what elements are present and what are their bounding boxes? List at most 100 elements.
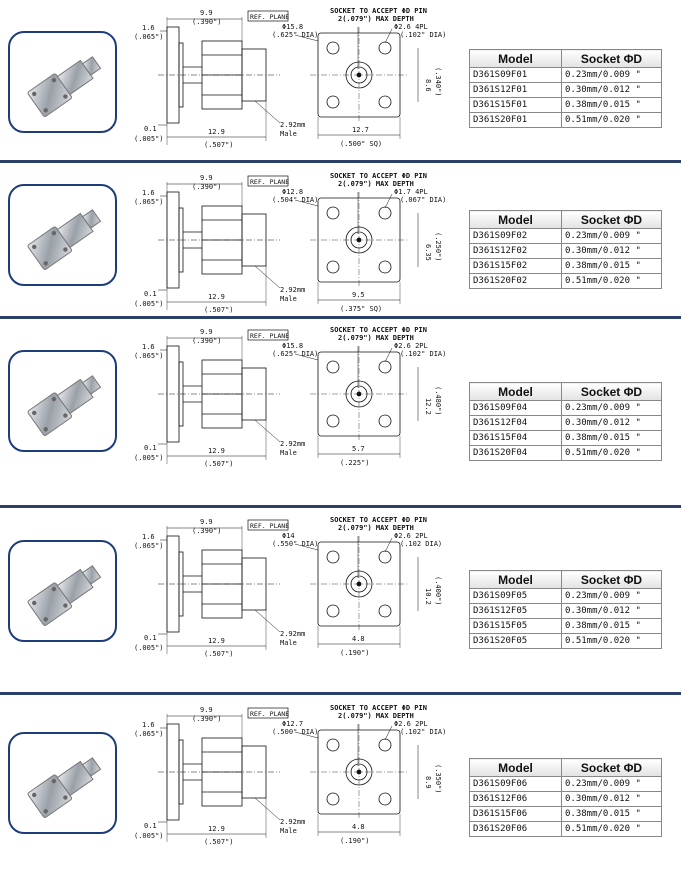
side-dim: 8.9	[424, 776, 432, 789]
dim-flange-in: (.065")	[134, 542, 164, 550]
dimension-drawing: REF. PLANE 1.6 (.065") 9.9 (.390") 0.1 (…	[134, 326, 446, 468]
model-cell: D361S12F02	[469, 243, 562, 259]
male-size: 2.92mm	[280, 286, 305, 294]
socket-header: Socket ΦD	[561, 210, 662, 229]
model-cell: D361S09F04	[469, 400, 562, 416]
dimension-drawing: REF. PLANE 1.6 (.065") 9.9 (.390") 0.1 (…	[134, 7, 446, 149]
dim-top: 9.9	[200, 518, 213, 526]
side-dim-in: (.400")	[434, 576, 442, 606]
hole-label: Φ2.6 4PL	[394, 23, 428, 31]
male-label: Male	[280, 827, 297, 835]
bottom-dim: 4.8	[352, 635, 365, 643]
bottom-dim: 12.7	[352, 126, 369, 134]
dim-top: 9.9	[200, 174, 213, 182]
socket-header: Socket ΦD	[561, 758, 662, 777]
flange-dia: Φ12.7	[282, 720, 303, 728]
dim-gap: 0.1	[144, 290, 157, 298]
bottom-dim: 5.7	[352, 445, 365, 453]
socket-cell: 0.51mm/0.020 "	[561, 821, 662, 837]
side-dim: 10.2	[424, 588, 432, 605]
dim-gap-in: (.005")	[134, 832, 164, 840]
socket-cell: 0.23mm/0.009 "	[561, 400, 662, 416]
dim-gap-in: (.005")	[134, 135, 164, 143]
dim-flange: 1.6	[142, 343, 155, 351]
model-header: Model	[469, 49, 562, 68]
flange-dia-in: (.500" DIA)	[272, 728, 318, 736]
section-separator	[0, 160, 681, 163]
model-cell: D361S15F05	[469, 618, 562, 634]
dim-flange: 1.6	[142, 721, 155, 729]
model-cell: D361S09F02	[469, 228, 562, 244]
dim-top-in: (.390")	[192, 18, 222, 26]
dim-top-in: (.390")	[192, 337, 222, 345]
connector-section: REF. PLANE 1.6 (.065") 9.9 (.390") 0.1 (…	[0, 698, 681, 848]
socket-note-line2: 2(.079") MAX DEPTH	[338, 524, 414, 532]
flange-dia-in: (.504" DIA)	[272, 196, 318, 204]
socket-cell: 0.30mm/0.012 "	[561, 791, 662, 807]
flange-dia: Φ12.8	[282, 188, 303, 196]
bottom-dim-in: (.190")	[340, 837, 370, 845]
flange-dia: Φ14	[282, 532, 295, 540]
dim-length: 12.9	[208, 825, 225, 833]
socket-note-line2: 2(.079") MAX DEPTH	[338, 334, 414, 342]
dim-length: 12.9	[208, 447, 225, 455]
dim-gap: 0.1	[144, 125, 157, 133]
dim-gap-in: (.005")	[134, 454, 164, 462]
connector-section: REF. PLANE 1.6 (.065") 9.9 (.390") 0.1 (…	[0, 166, 681, 316]
socket-cell: 0.30mm/0.012 "	[561, 603, 662, 619]
socket-cell: 0.23mm/0.009 "	[561, 67, 662, 83]
bottom-dim: 4.8	[352, 823, 365, 831]
dim-flange-in: (.065")	[134, 730, 164, 738]
socket-cell: 0.30mm/0.012 "	[561, 415, 662, 431]
socket-cell: 0.38mm/0.015 "	[561, 258, 662, 274]
dim-gap: 0.1	[144, 634, 157, 642]
male-size: 2.92mm	[280, 630, 305, 638]
dim-top-in: (.390")	[192, 527, 222, 535]
socket-cell: 0.51mm/0.020 "	[561, 633, 662, 649]
socket-cell: 0.23mm/0.009 "	[561, 588, 662, 604]
model-cell: D361S20F06	[469, 821, 562, 837]
hole-label-in: (.102" DIA)	[400, 31, 446, 39]
model-header: Model	[469, 758, 562, 777]
flange-dia-in: (.550" DIA)	[272, 540, 318, 548]
model-header: Model	[469, 210, 562, 229]
socket-cell: 0.23mm/0.009 "	[561, 776, 662, 792]
side-dim-in: (.350")	[434, 764, 442, 794]
dim-length: 12.9	[208, 128, 225, 136]
connector-section: REF. PLANE 1.6 (.065") 9.9 (.390") 0.1 (…	[0, 5, 681, 155]
side-dim: 12.2	[424, 398, 432, 415]
socket-cell: 0.38mm/0.015 "	[561, 806, 662, 822]
model-cell: D361S15F02	[469, 258, 562, 274]
ref-plane-label: REF. PLANE	[250, 710, 289, 718]
male-label: Male	[280, 130, 297, 138]
socket-header: Socket ΦD	[561, 382, 662, 401]
flange-dia: Φ15.8	[282, 23, 303, 31]
model-cell: D361S15F04	[469, 430, 562, 446]
section-separator	[0, 505, 681, 508]
male-label: Male	[280, 449, 297, 457]
model-cell: D361S20F01	[469, 112, 562, 128]
model-cell: D361S20F04	[469, 445, 562, 461]
dim-length-in: (.507")	[204, 460, 234, 468]
socket-cell: 0.51mm/0.020 "	[561, 273, 662, 289]
connector-photo	[8, 31, 117, 133]
socket-note-line1: SOCKET TO ACCEPT ΦD PIN	[330, 326, 427, 334]
male-label: Male	[280, 295, 297, 303]
dim-top: 9.9	[200, 328, 213, 336]
dimension-drawing: REF. PLANE 1.6 (.065") 9.9 (.390") 0.1 (…	[134, 516, 442, 658]
socket-cell: 0.30mm/0.012 "	[561, 243, 662, 259]
dim-length-in: (.507")	[204, 141, 234, 149]
flange-dia-in: (.625" DIA)	[272, 350, 318, 358]
socket-note-line1: SOCKET TO ACCEPT ΦD PIN	[330, 516, 427, 524]
model-cell: D361S20F02	[469, 273, 562, 289]
model-header: Model	[469, 570, 562, 589]
socket-cell: 0.38mm/0.015 "	[561, 97, 662, 113]
